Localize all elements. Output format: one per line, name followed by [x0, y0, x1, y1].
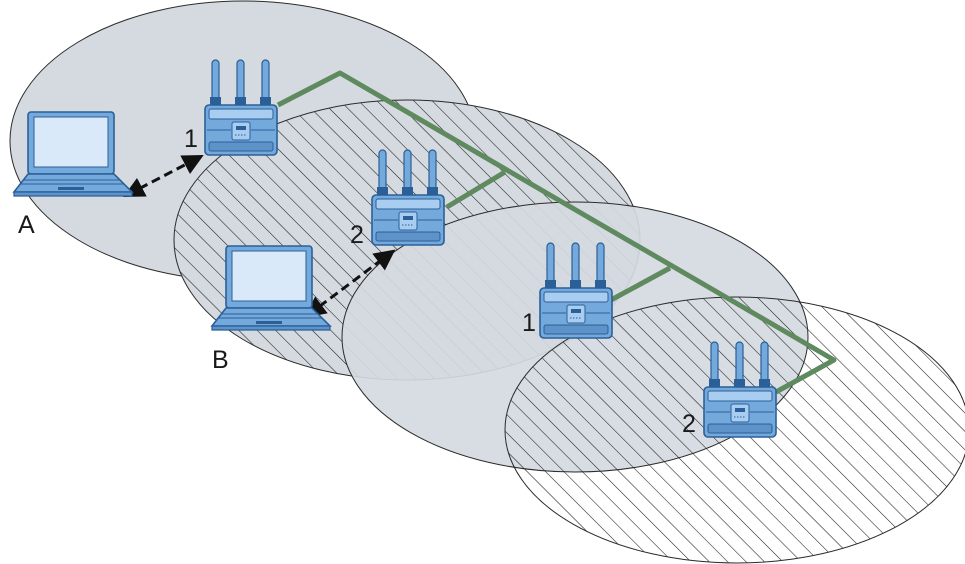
coverage-cells — [9, 0, 965, 564]
laptop-b-label: B — [212, 346, 229, 374]
access-point-2-icon — [371, 149, 445, 246]
ap4-label: 2 — [682, 410, 696, 438]
laptop-b-icon — [211, 245, 331, 331]
ap1-label: 1 — [184, 125, 198, 153]
ap2-label: 2 — [350, 221, 364, 249]
link-b-ap2 — [304, 249, 396, 318]
laptop-a-label: A — [18, 211, 35, 239]
wireless-links — [123, 155, 396, 318]
access-point-4-icon — [703, 341, 777, 438]
wired-backbone — [276, 70, 837, 395]
ap3-label: 1 — [522, 309, 536, 337]
access-point-3-icon — [539, 242, 613, 339]
laptop-a-icon — [13, 111, 133, 197]
access-point-1-icon — [204, 59, 278, 156]
